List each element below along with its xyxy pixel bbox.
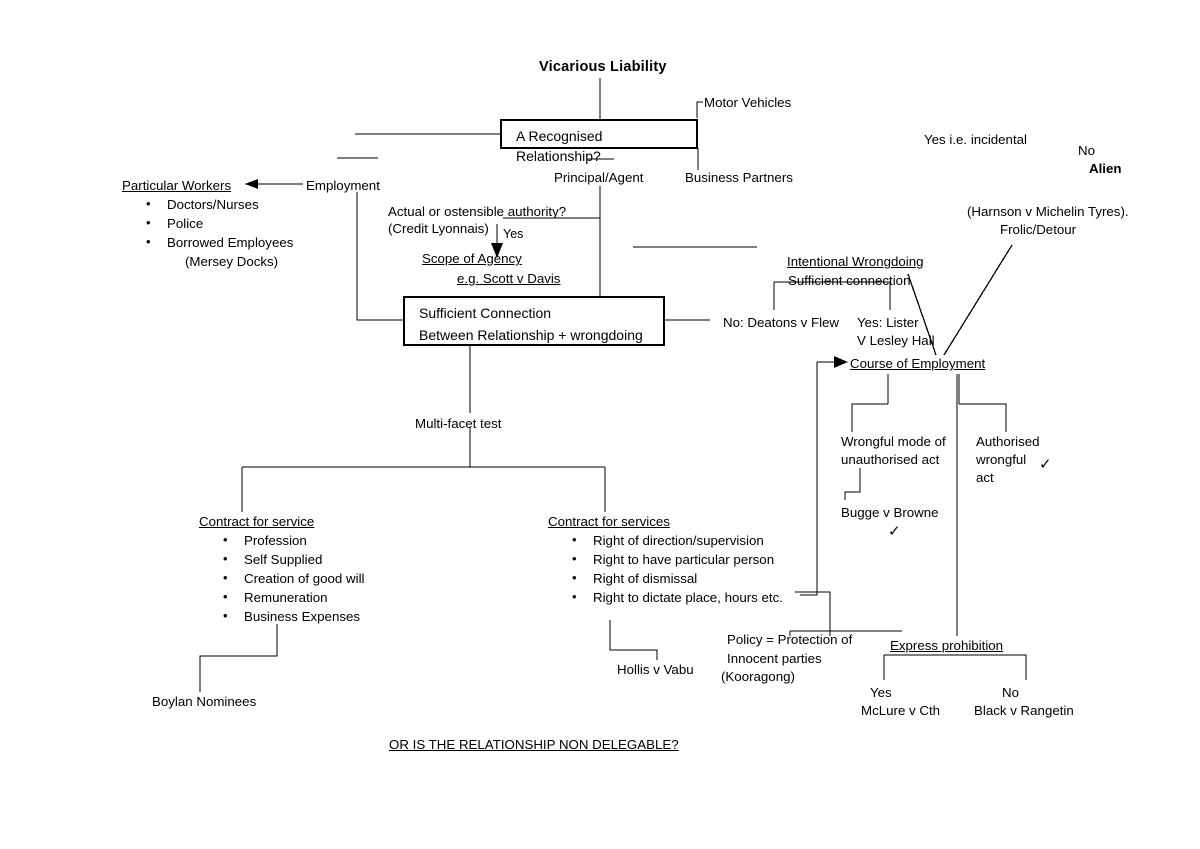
node-alien: Alien [1089, 161, 1122, 176]
list-item: (Mersey Docks) [185, 254, 279, 269]
list-contract-for-services: Right of direction/supervision Right to … [551, 530, 783, 607]
list-item: Police [125, 213, 293, 233]
list-item: Right to have particular person [551, 549, 783, 569]
tick-icon-bugge: ✓ [888, 522, 901, 540]
list-item: Creation of good will [202, 568, 364, 588]
node-scott-v-davis: e.g. Scott v Davis [457, 271, 561, 286]
node-authorised-wrongful-line1: Authorised [976, 434, 1040, 449]
list-item: Borrowed Employees [125, 232, 293, 252]
node-course-of-employment: Course of Employment [850, 356, 986, 371]
node-actual-authority: Actual or ostensible authority? [388, 204, 567, 219]
box-recognised-relationship[interactable]: A Recognised Relationship? [500, 119, 698, 164]
node-policy-line1: Policy = Protection of [727, 632, 853, 647]
label-yes-agency: Yes [503, 227, 524, 241]
list-contract-for-service: Profession Self Supplied Creation of goo… [202, 530, 364, 626]
node-express-no: No [1002, 685, 1019, 700]
list-particular-workers: Doctors/Nurses Police Borrowed Employees… [125, 194, 293, 271]
node-black-v-rangetin: Black v Rangetin [974, 703, 1074, 718]
list-item: Self Supplied [202, 549, 364, 569]
node-motor-vehicles: Motor Vehicles [704, 95, 792, 110]
node-hollis-v-vabu: Hollis v Vabu [617, 662, 694, 677]
list-item: Right of dismissal [551, 568, 783, 588]
box-sufficient-connection-line1: Sufficient Connection [419, 305, 552, 321]
node-multi-facet-test: Multi-facet test [415, 416, 502, 431]
node-express-prohibition: Express prohibition [890, 638, 1004, 653]
node-contract-for-services: Contract for services [548, 514, 670, 529]
node-yes-lister-line1: Yes: Lister [857, 315, 919, 330]
node-frolic-detour: Frolic/Detour [1000, 222, 1077, 237]
node-authorised-wrongful-line3: act [976, 470, 994, 485]
list-item: Doctors/Nurses [125, 194, 293, 214]
box-sufficient-connection-line2: Between Relationship + wrongdoing [419, 327, 643, 343]
node-express-yes: Yes [870, 685, 892, 700]
list-item: Right to dictate place, hours etc. [551, 587, 783, 607]
list-item: Business Expenses [202, 606, 364, 626]
node-no-frolic: No [1078, 143, 1095, 158]
node-harnson-v-michelin: (Harnson v Michelin Tyres). [967, 204, 1129, 219]
node-principal-agent: Principal/Agent [554, 170, 644, 185]
box-recognised-relationship-label: A Recognised Relationship? [516, 128, 603, 164]
node-yes-incidental: Yes i.e. incidental [924, 132, 1027, 147]
node-scope-of-agency: Scope of Agency [422, 251, 522, 266]
node-mclure-v-cth: McLure v Cth [861, 703, 941, 718]
box-sufficient-connection[interactable]: Sufficient Connection Between Relationsh… [403, 296, 665, 346]
node-business-partners: Business Partners [685, 170, 793, 185]
node-policy-line2: Innocent parties [727, 651, 822, 666]
node-employment: Employment [306, 178, 380, 193]
list-item: Profession [202, 530, 364, 550]
node-authorised-wrongful-line2: wrongful [976, 452, 1027, 467]
node-boylan-nominees: Boylan Nominees [152, 694, 257, 709]
node-wrongful-mode-line1: Wrongful mode of [841, 434, 946, 449]
chart-title: Vicarious Liability [539, 59, 667, 75]
node-policy-line3: (Kooragong) [721, 669, 795, 684]
list-item: Right of direction/supervision [551, 530, 783, 550]
node-no-deatons-v-flew: No: Deatons v Flew [723, 315, 840, 330]
node-yes-lister-line2: V Lesley Hall [857, 333, 935, 348]
footer-question: OR IS THE RELATIONSHIP NON DELEGABLE? [389, 737, 679, 752]
node-particular-workers: Particular Workers [122, 178, 232, 193]
node-contract-for-service: Contract for service [199, 514, 315, 529]
node-wrongful-mode-line2: unauthorised act [841, 452, 940, 467]
node-intentional-wrongdoing: Intentional Wrongdoing [787, 254, 924, 269]
list-item: Remuneration [202, 587, 364, 607]
node-bugge-v-browne: Bugge v Browne [841, 505, 939, 520]
node-sufficient-connection-small: Sufficient connection [788, 273, 911, 288]
tick-icon-authorised: ✓ [1039, 455, 1052, 473]
node-credit-lyonnais: (Credit Lyonnais) [388, 221, 489, 236]
